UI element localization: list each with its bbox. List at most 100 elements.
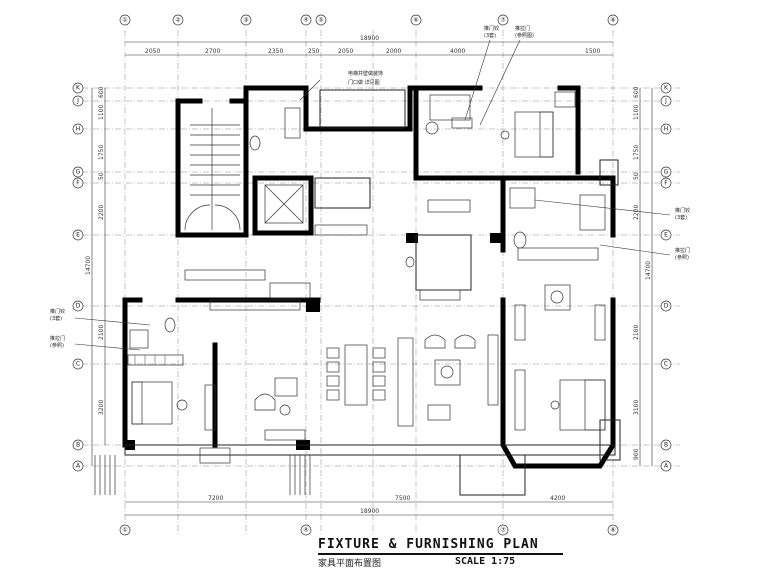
svg-text:900: 900 xyxy=(633,448,640,460)
grid-bubble-left-J: J xyxy=(72,95,84,107)
bottom-total-dimension: 18900 xyxy=(360,508,379,515)
grid-bubble-right-C: C xyxy=(660,358,672,370)
grid-bubble-top-7: ⑦ xyxy=(497,14,509,26)
svg-text:G: G xyxy=(76,169,81,176)
svg-text:14700: 14700 xyxy=(85,256,92,275)
svg-text:F: F xyxy=(76,180,80,187)
svg-text:1100: 1100 xyxy=(633,105,640,120)
left-note-3: 推拉门 xyxy=(50,335,65,342)
grid-bubble-right-B: B xyxy=(660,439,672,451)
svg-text:7500: 7500 xyxy=(395,495,410,502)
right-note-3: 推拉门 xyxy=(675,247,690,254)
svg-text:2100: 2100 xyxy=(98,325,105,340)
svg-text:50: 50 xyxy=(98,172,105,180)
svg-text:B: B xyxy=(76,442,80,449)
left-grid-bubbles: K J H G F E D C B A xyxy=(72,82,84,472)
grid-bubble-top-6: ⑥ xyxy=(410,14,422,26)
svg-text:D: D xyxy=(76,303,81,310)
svg-text:E: E xyxy=(664,232,668,239)
top-note-2: 门口做 详见图 xyxy=(348,79,380,86)
grid-bubble-left-C: C xyxy=(72,358,84,370)
grid-bubble-top-5: ⑤ xyxy=(315,14,327,26)
title-underline xyxy=(318,553,563,555)
svg-text:A: A xyxy=(664,463,669,470)
grid-bubble-top-8: ⑧ xyxy=(607,14,619,26)
svg-text:①: ① xyxy=(122,527,127,534)
top-total-dimension: 18900 xyxy=(360,35,379,42)
svg-text:7200: 7200 xyxy=(208,495,223,502)
svg-text:G: G xyxy=(664,169,669,176)
drawing-subtitle: 家具平面布置图 xyxy=(318,559,382,569)
grid-bubble-right-H: H xyxy=(660,123,672,135)
drawing-scale: SCALE 1:75 xyxy=(455,556,516,567)
balcony-railings xyxy=(94,447,311,495)
svg-text:2700: 2700 xyxy=(205,48,220,55)
left-bedroom-furniture xyxy=(127,354,216,431)
top-note-1: 电梯井壁做装饰 xyxy=(348,70,383,77)
svg-text:3200: 3200 xyxy=(98,400,105,415)
svg-text:H: H xyxy=(664,126,669,133)
svg-text:2200: 2200 xyxy=(633,205,640,220)
grid-bubble-right-E: E xyxy=(660,229,672,241)
svg-text:C: C xyxy=(76,361,80,368)
svg-text:F: F xyxy=(664,180,668,187)
svg-text:1750: 1750 xyxy=(633,145,640,160)
grid-bubble-bottom-8: ⑧ xyxy=(607,524,619,536)
bottom-dimension-chain: 7200 7500 4200 18900 xyxy=(125,495,613,516)
wardrobes xyxy=(184,199,599,311)
svg-text:D: D xyxy=(664,303,669,310)
svg-text:600: 600 xyxy=(633,86,640,98)
grid-bubble-left-B: B xyxy=(72,439,84,451)
svg-text:2050: 2050 xyxy=(145,48,160,55)
grid-bubble-right-F: F xyxy=(660,177,672,189)
grid-bubble-left-D: D xyxy=(72,300,84,312)
master-bedroom-furniture xyxy=(425,91,576,158)
left-dimension-chain: 14700 600 1100 1750 50 2200 2100 3200 xyxy=(85,86,106,466)
svg-text:⑦: ⑦ xyxy=(500,527,506,534)
svg-text:2200: 2200 xyxy=(98,205,105,220)
label-a1: 推门铰 xyxy=(484,25,499,32)
interior-partitions xyxy=(124,89,621,496)
living-room-furniture xyxy=(397,334,499,427)
svg-text:C: C xyxy=(664,361,668,368)
label-b1: 推拉门 xyxy=(515,25,530,32)
grid-bubble-bottom-1: ① xyxy=(119,524,131,536)
annotations: 电梯井壁做装饰 门口做 详见图 推门铰 (3套) 推拉门 (参照图) 推门铰 (… xyxy=(50,25,690,351)
svg-text:1500: 1500 xyxy=(585,48,600,55)
svg-text:E: E xyxy=(76,232,80,239)
grid-lines xyxy=(82,30,680,535)
svg-text:2000: 2000 xyxy=(386,48,401,55)
svg-text:K: K xyxy=(76,85,81,92)
svg-text:H: H xyxy=(76,126,81,133)
svg-text:2050: 2050 xyxy=(338,48,353,55)
svg-text:③: ③ xyxy=(243,17,248,24)
top-grid-bubbles: ① ② ③ ④ ⑤ ⑥ ⑦ ⑧ xyxy=(119,14,619,26)
grid-bubble-left-A: A xyxy=(72,460,84,472)
left-note-2: (3套) xyxy=(50,315,62,322)
svg-text:④: ④ xyxy=(303,17,308,24)
grid-bubble-top-4: ④ xyxy=(300,14,312,26)
grid-bubble-bottom-7: ⑦ xyxy=(497,524,509,536)
svg-text:⑤: ⑤ xyxy=(318,17,323,24)
svg-text:4000: 4000 xyxy=(450,48,465,55)
svg-text:50: 50 xyxy=(633,172,640,180)
svg-text:⑥: ⑥ xyxy=(413,17,418,24)
grid-bubble-left-F: F xyxy=(72,177,84,189)
svg-text:2100: 2100 xyxy=(633,325,640,340)
right-grid-bubbles: K J H G F E D C B A xyxy=(660,82,672,472)
svg-text:J: J xyxy=(76,98,79,105)
svg-text:②: ② xyxy=(175,17,181,24)
grid-bubble-left-E: E xyxy=(72,229,84,241)
grid-bubble-right-J: J xyxy=(660,95,672,107)
svg-text:①: ① xyxy=(122,17,127,24)
svg-text:4200: 4200 xyxy=(550,495,565,502)
bottom-grid-bubbles: ① ④ ⑦ ⑧ xyxy=(119,524,619,536)
grid-bubble-bottom-3: ④ xyxy=(300,524,312,536)
svg-text:⑧: ⑧ xyxy=(610,17,615,24)
grid-bubble-top-1: ① xyxy=(119,14,131,26)
svg-text:1750: 1750 xyxy=(98,145,105,160)
svg-text:K: K xyxy=(664,85,669,92)
right-note-2: (3套) xyxy=(675,214,687,221)
grid-bubble-left-K: K xyxy=(72,82,84,94)
